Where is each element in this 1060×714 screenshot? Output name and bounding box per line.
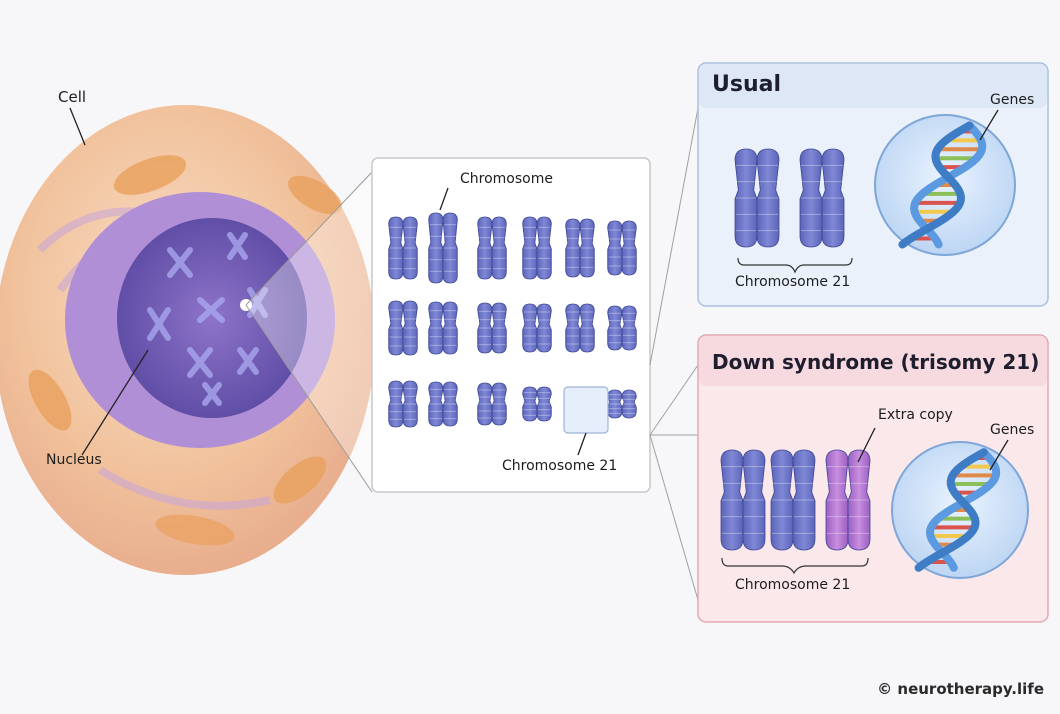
chromatid [579,303,595,353]
karyotype-chromosome [607,220,637,276]
karyotype-chromosome [522,386,552,422]
karyotype-chromosome [607,389,637,419]
mitochondrion [113,155,187,195]
down-panel-title: Down syndrome (trisomy 21) [712,350,1040,374]
karyotype-chromosome [565,218,595,278]
chromatid [756,148,780,248]
chromatid [442,381,458,427]
chromatid [536,386,552,422]
karyotype-chromosome [428,212,458,284]
extra-chromosome-21-copy [825,449,871,551]
zoom-line [649,107,699,366]
chromatid [402,216,418,280]
chromatid [442,301,458,355]
chromosome-label: Chromosome [460,171,553,187]
endoplasmic-reticulum [97,466,271,510]
nucleus-chromosomes [147,232,268,406]
usual-chromosome-pair [734,148,845,248]
chromatid [536,303,552,353]
karyotype-chromosome [388,380,418,428]
usual-dna-inset [874,114,1016,256]
chromatid [402,300,418,356]
usual-chromosome-21-label: Chromosome 21 [735,274,851,290]
chromatid [621,305,637,351]
usual-brace [737,257,853,274]
chromatid [491,382,507,426]
chromatid [742,449,766,551]
zoom-line [245,304,373,493]
usual-chromosome [734,148,780,248]
karyotype-chromosome [565,303,595,353]
zoom-wedge [246,172,372,492]
mitochondrion [155,514,235,546]
usual-panel-title: Usual [712,72,782,97]
cell-label: Cell [58,88,87,106]
chromatid [442,212,458,284]
karyotype-chromosome [522,303,552,353]
chromatid [621,220,637,276]
mitochondrion [288,175,342,215]
chromatid [792,449,816,551]
dna-strand [910,121,987,249]
karyotype-chromosome-21-label: Chromosome 21 [502,458,618,474]
karyotype-chromosome [607,305,637,351]
down-genes-leader [989,439,1009,471]
cell-illustration [0,105,375,575]
down-dna-inset [891,441,1029,579]
down-chromosome-21-label: Chromosome 21 [735,577,851,593]
nucleus-leader-line [81,349,149,456]
watermark: © neurotherapy.life [877,680,1044,698]
chromatid [536,216,552,280]
down-genes-label: Genes [990,422,1035,438]
chromatid [579,218,595,278]
karyotype-grid [388,212,637,428]
chromatid [491,302,507,354]
karyotype-chromosome [388,216,418,280]
mitochondrion [273,456,327,504]
down-brace [721,557,869,575]
down-chromosome-triplet [720,449,871,551]
karyotype-chromosome [388,300,418,356]
karyotype-chromosome [477,382,507,426]
usual-panel-header [699,64,1047,108]
chromosome-21-leader-line [577,432,587,456]
dna-strand [914,448,988,572]
chromatid [491,216,507,280]
chromosome-21-highlight [563,386,609,434]
nucleus-label: Nucleus [46,452,102,468]
mitochondrion [28,369,72,431]
nucleus-interior [117,218,307,418]
extra-copy-label: Extra copy [878,407,953,423]
chromosome-21-copy [720,449,766,551]
chromosome-leader-line [439,187,449,211]
karyotype-chromosome [428,301,458,355]
usual-genes-label: Genes [990,92,1035,108]
cell-leader-line [69,107,86,146]
karyotype-chromosome [477,216,507,280]
dna-strand [898,121,974,249]
chromatid [847,449,871,551]
zoom-line [649,364,699,436]
usual-chromosome [799,148,845,248]
karyotype-chromosome [477,302,507,354]
karyotype-chromosome [428,381,458,427]
karyotype-chromosome [522,216,552,280]
chromosome-21-copy [770,449,816,551]
zoom-line [245,171,373,306]
zoom-line [649,434,699,601]
down-panel-header [699,336,1047,386]
extra-copy-leader [857,427,876,463]
usual-genes-leader [979,109,999,141]
dna-strand [925,448,1001,572]
chromatid [621,389,637,419]
chromatid [402,380,418,428]
chromatid [821,148,845,248]
